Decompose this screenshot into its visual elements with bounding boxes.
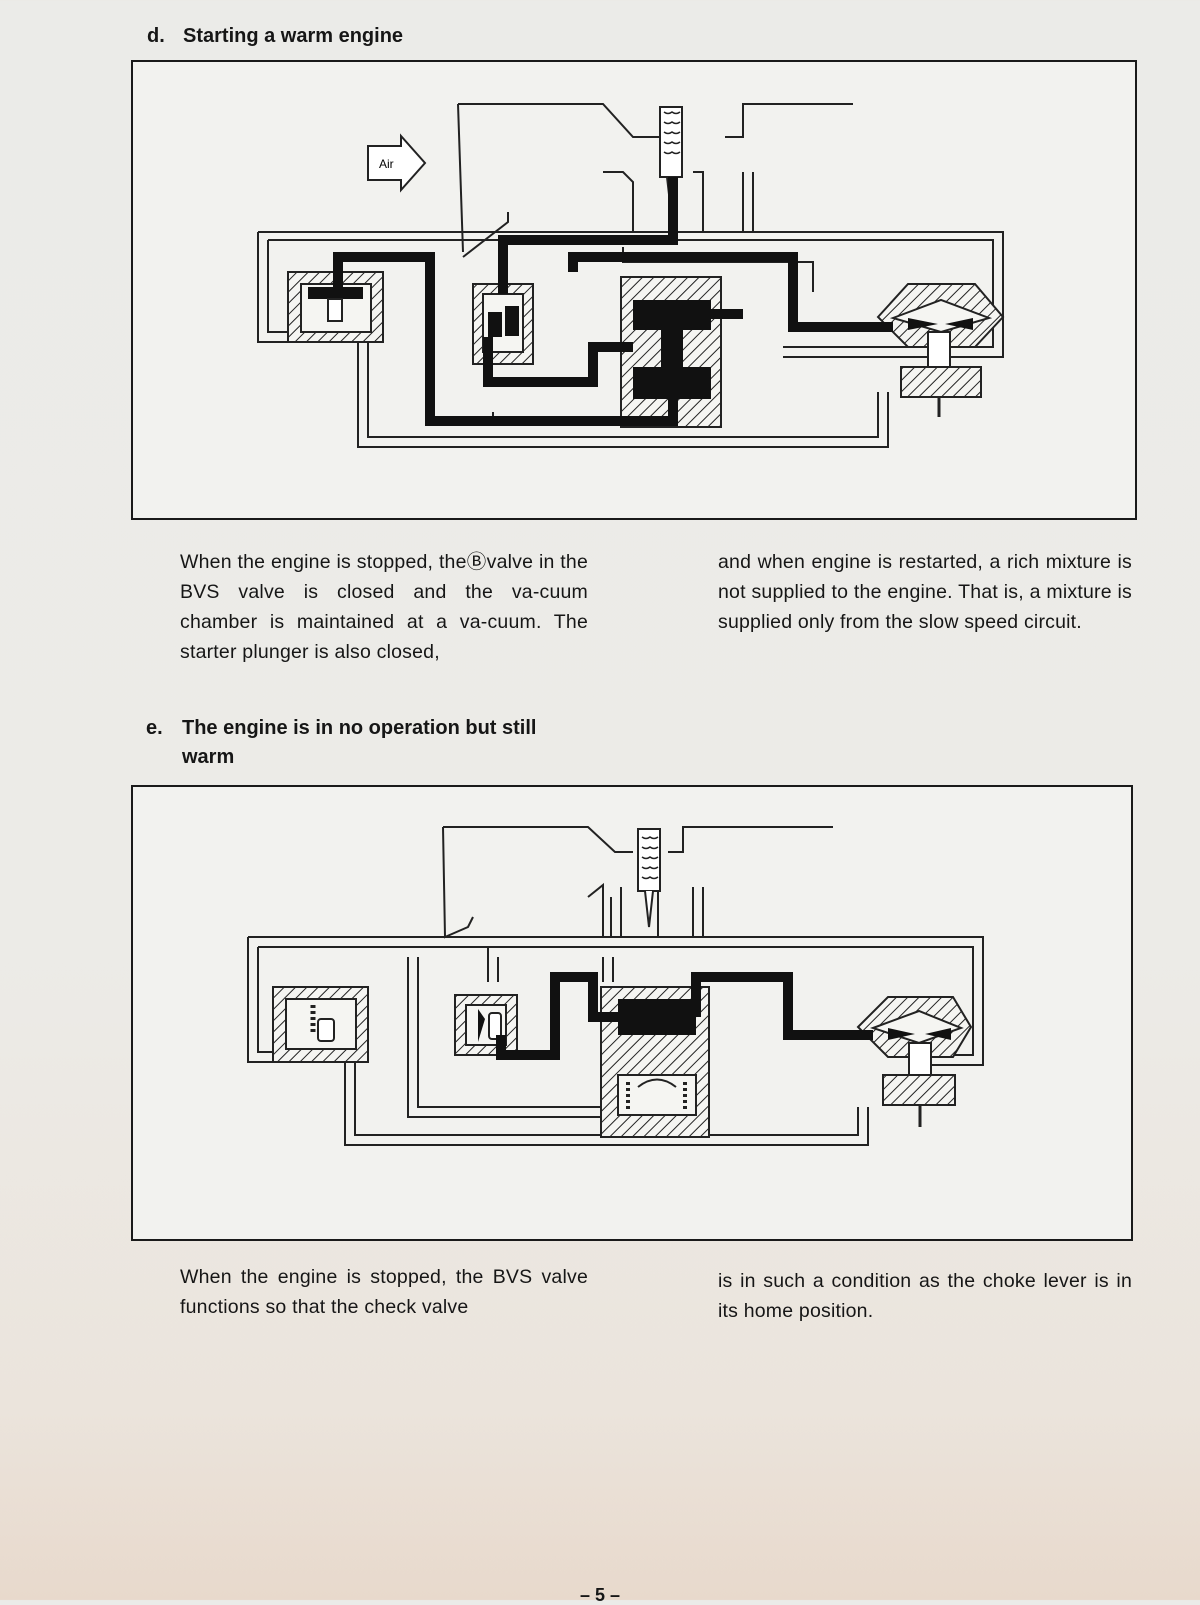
page-number: – 5 – [579,1585,621,1605]
carburetor-body-outline-e [442,826,833,939]
vacuum-chamber-e [856,996,973,1127]
bvs-valve-block [472,283,534,365]
section-e-letter: e. [146,717,163,739]
vacuum-chamber [876,283,1005,417]
carburetor-circuit-diagram-e [247,826,984,1146]
section-d-title: Starting a warm engine [183,25,404,47]
bvs-valve-block-e [454,994,518,1056]
section-e-title-line2: warm [182,746,235,768]
section-e-heading: e. The engine is in no operation but stil… [146,714,536,772]
section-d-heading: d. Starting a warm engine [147,22,403,51]
left-valve-block-e [272,986,369,1063]
central-valve-block [620,276,722,428]
section-e-text-right: is in such a condition as the choke leve… [718,1270,1132,1322]
section-d-text-left: When the engine is stopped, theⒷvalve in… [180,551,588,663]
carburetor-body-outline [457,103,853,258]
section-d-letter: d. [147,25,165,47]
diagram-no-operation-warm [131,785,1133,1241]
section-e-title-line1: The engine is in no operation but still [182,717,537,739]
air-arrow: Air [367,133,427,193]
active-fuel-path-e [496,972,873,1060]
carburetor-circuit-diagram-d: Air [257,103,1005,448]
active-fuel-path [333,177,893,426]
diagram-starting-warm-engine: Air [131,60,1137,520]
section-d-text-right: and when engine is restarted, a rich mix… [718,551,1132,633]
starter-plunger-e [637,828,661,928]
section-e-text-left: When the engine is stopped, the BVS valv… [180,1266,588,1318]
air-label: Air [379,157,394,171]
